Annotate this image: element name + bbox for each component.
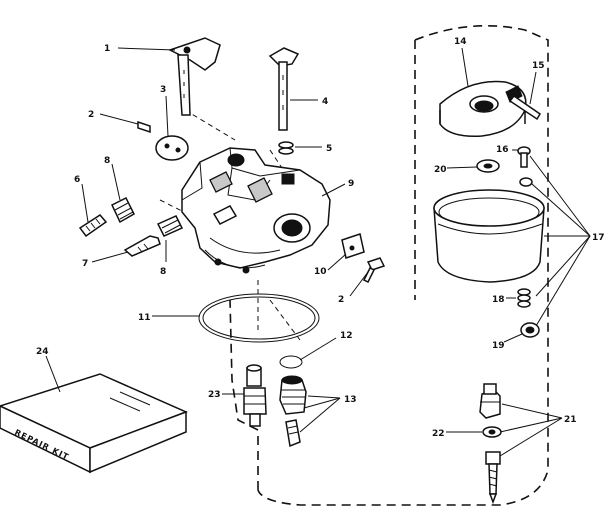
- leader-1: [117, 47, 176, 51]
- plate-3-part: [155, 135, 189, 161]
- leader-21b: [499, 417, 563, 433]
- leader-14: [461, 47, 469, 87]
- spring-18-part: [517, 288, 531, 308]
- linkage-dash-lines: [159, 109, 301, 341]
- callout-16: 16: [496, 145, 509, 155]
- leader-8a: [111, 163, 121, 201]
- plug-10-part: [341, 233, 365, 259]
- leader-20: [446, 166, 478, 169]
- callout-4: 4: [322, 97, 328, 107]
- callout-11: 11: [138, 313, 151, 323]
- callout-12: 12: [340, 331, 353, 341]
- leader-13c: [299, 397, 341, 433]
- leader-17b: [531, 183, 591, 237]
- callout-8a: 8: [104, 156, 110, 166]
- callout-2b: 2: [338, 295, 344, 305]
- leader-12: [299, 337, 337, 361]
- leader-13b: [303, 397, 341, 409]
- callout-7: 7: [82, 259, 88, 269]
- leader-21c: [499, 417, 563, 457]
- callout-13: 13: [344, 395, 357, 405]
- leader-6: [81, 183, 89, 223]
- spring-8-upper-part: [111, 196, 135, 224]
- callout-2a: 2: [88, 110, 94, 120]
- bowl-nut-13-part: [279, 375, 307, 448]
- callout-15: 15: [532, 61, 545, 71]
- spring-8-lower-part: [156, 215, 184, 237]
- bolt-21-part: [479, 383, 501, 505]
- callout-10: 10: [314, 267, 327, 277]
- leader-24: [45, 355, 61, 393]
- leader-15: [529, 71, 537, 105]
- leader-7: [91, 251, 129, 263]
- leader-19: [503, 333, 523, 343]
- leader-21a: [501, 403, 563, 419]
- screw-2-upper-part: [137, 120, 151, 134]
- callout-21: 21: [564, 415, 577, 425]
- callout-19: 19: [492, 341, 505, 351]
- washer-20-part: [476, 159, 500, 173]
- callout-17: 17: [592, 233, 605, 243]
- leader-17d: [535, 235, 591, 297]
- leader-13a: [307, 395, 341, 399]
- o-ring-12-part: [279, 355, 303, 369]
- screw-2-lower-part: [362, 257, 386, 284]
- callout-1: 1: [104, 44, 110, 54]
- callout-5: 5: [326, 144, 332, 154]
- leader-3: [165, 95, 169, 137]
- callout-18: 18: [492, 295, 505, 305]
- leader-17a: [529, 155, 591, 237]
- leader-2b: [349, 271, 369, 297]
- callout-14: 14: [454, 37, 467, 47]
- callout-20: 20: [434, 165, 447, 175]
- needle-7-part: [123, 235, 161, 257]
- washer-17-small-part: [519, 177, 533, 187]
- washer-22-part: [482, 426, 502, 438]
- throttle-shaft-part: [168, 37, 221, 116]
- float-pin-15-part: [508, 94, 542, 121]
- callout-22: 22: [432, 429, 445, 439]
- leader-10: [327, 253, 347, 271]
- repair-kit-box-part: REPAIR KIT: [0, 373, 188, 474]
- float-14-part: [439, 80, 527, 137]
- fitting-23-part: [243, 364, 267, 427]
- leader-9: [321, 183, 346, 197]
- callout-3: 3: [160, 85, 166, 95]
- callout-24: 24: [36, 347, 49, 357]
- bowl-section-outline: [229, 24, 549, 506]
- gasket-19-part: [520, 322, 540, 338]
- callout-8b: 8: [160, 267, 166, 277]
- callout-9: 9: [348, 179, 354, 189]
- callout-23: 23: [208, 390, 221, 400]
- leader-17e: [535, 235, 591, 327]
- leader-2a: [99, 113, 139, 125]
- screw-6-part: [78, 214, 108, 238]
- choke-shaft-part: [268, 47, 300, 131]
- screw-16-part: [517, 146, 531, 168]
- carburetor-body-part: [181, 147, 331, 274]
- callout-6: 6: [74, 175, 80, 185]
- float-bowl-17-part: [433, 189, 545, 283]
- gasket-ring-11-part: [198, 293, 320, 343]
- spring-5-part: [278, 141, 294, 155]
